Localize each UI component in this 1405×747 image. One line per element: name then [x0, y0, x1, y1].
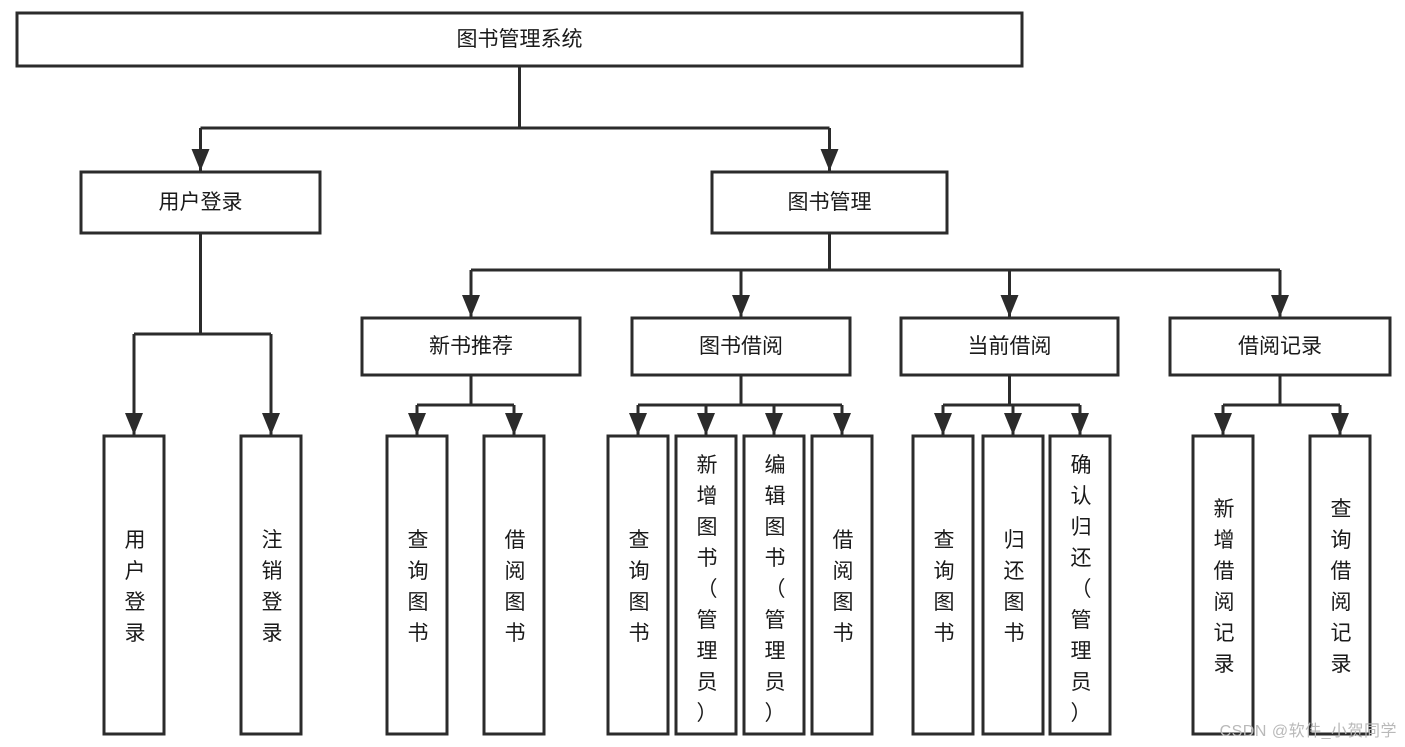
node-box-user-logout-leaf[interactable]: [239, 434, 303, 736]
node-label-root: 图书管理系统: [457, 28, 583, 51]
node-box-user-login-leaf[interactable]: [102, 434, 166, 736]
node-box-new-book-recommend[interactable]: [360, 316, 582, 377]
arrow-head-icon: [1271, 295, 1289, 317]
connectors-layer: [125, 66, 1349, 435]
arrow-head-icon: [1214, 413, 1232, 435]
arrow-head-icon: [629, 413, 647, 435]
node-label-add-borrow-record: 新增借阅记录: [1214, 498, 1235, 676]
node-label-borrow-book-1: 借阅图书: [505, 529, 526, 645]
node-label-query-book-1: 查询图书: [408, 529, 429, 645]
arrow-head-icon: [820, 149, 839, 171]
arrow-head-icon: [125, 413, 143, 435]
node-label-return-book: 归还图书: [1004, 529, 1025, 645]
node-label-new-book-recommend: 新书推荐: [429, 335, 513, 358]
arrow-head-icon: [1004, 413, 1022, 435]
node-box-user-login[interactable]: [79, 170, 322, 235]
node-label-current-borrow: 当前借阅: [968, 335, 1052, 358]
node-label-user-login: 用户登录: [159, 191, 243, 214]
arrow-head-icon: [732, 295, 750, 317]
node-box-borrow-book-2[interactable]: [810, 434, 874, 736]
arrow-head-icon: [262, 413, 280, 435]
node-label-confirm-return-admin: 确认归还（管理员）: [1071, 454, 1092, 725]
node-label-user-logout-leaf: 注销登录: [262, 529, 283, 645]
node-label-add-book-admin: 新增图书（管理员）: [697, 454, 718, 725]
node-box-add-borrow-record[interactable]: [1191, 434, 1255, 736]
watermark-text: CSDN @软件_小贺同学: [1219, 723, 1397, 740]
node-label-query-borrow-record: 查询借阅记录: [1331, 498, 1352, 676]
node-label-borrow-book-2: 借阅图书: [833, 529, 854, 645]
node-box-book-borrow[interactable]: [630, 316, 852, 377]
arrow-head-icon: [191, 149, 210, 171]
node-box-return-book[interactable]: [981, 434, 1045, 736]
node-label-query-book-2: 查询图书: [629, 529, 650, 645]
node-box-query-book-1[interactable]: [385, 434, 449, 736]
arrow-head-icon: [1071, 413, 1089, 435]
arrow-head-icon: [1000, 295, 1019, 317]
node-box-edit-book-admin[interactable]: [742, 434, 806, 736]
node-box-book-management[interactable]: [710, 170, 949, 235]
node-box-query-book-3[interactable]: [911, 434, 975, 736]
arrow-head-icon: [462, 295, 480, 317]
arrow-head-icon: [833, 413, 851, 435]
arrow-head-icon: [697, 413, 715, 435]
node-box-borrow-records[interactable]: [1168, 316, 1392, 377]
arrow-head-icon: [408, 413, 426, 435]
arrow-head-icon: [505, 413, 523, 435]
node-box-query-book-2[interactable]: [606, 434, 670, 736]
node-label-user-login-leaf: 用户登录: [125, 529, 146, 645]
node-box-query-borrow-record[interactable]: [1308, 434, 1372, 736]
arrow-head-icon: [765, 413, 783, 435]
node-label-book-management: 图书管理: [788, 191, 872, 214]
node-box-current-borrow[interactable]: [899, 316, 1120, 377]
node-label-edit-book-admin: 编辑图书（管理员）: [765, 454, 786, 725]
node-box-root[interactable]: [15, 11, 1024, 68]
node-label-query-book-3: 查询图书: [934, 529, 955, 645]
node-label-book-borrow: 图书借阅: [699, 335, 783, 358]
node-label-borrow-records: 借阅记录: [1238, 335, 1322, 358]
arrow-head-icon: [934, 413, 952, 435]
arrow-head-icon: [1331, 413, 1349, 435]
nodes-layer: 图书管理系统用户登录用户登录注销登录图书管理新书推荐查询图书借阅图书图书借阅查询…: [15, 11, 1392, 736]
node-box-borrow-book-1[interactable]: [482, 434, 546, 736]
node-box-add-book-admin[interactable]: [674, 434, 738, 736]
node-box-confirm-return-admin[interactable]: [1048, 434, 1112, 736]
